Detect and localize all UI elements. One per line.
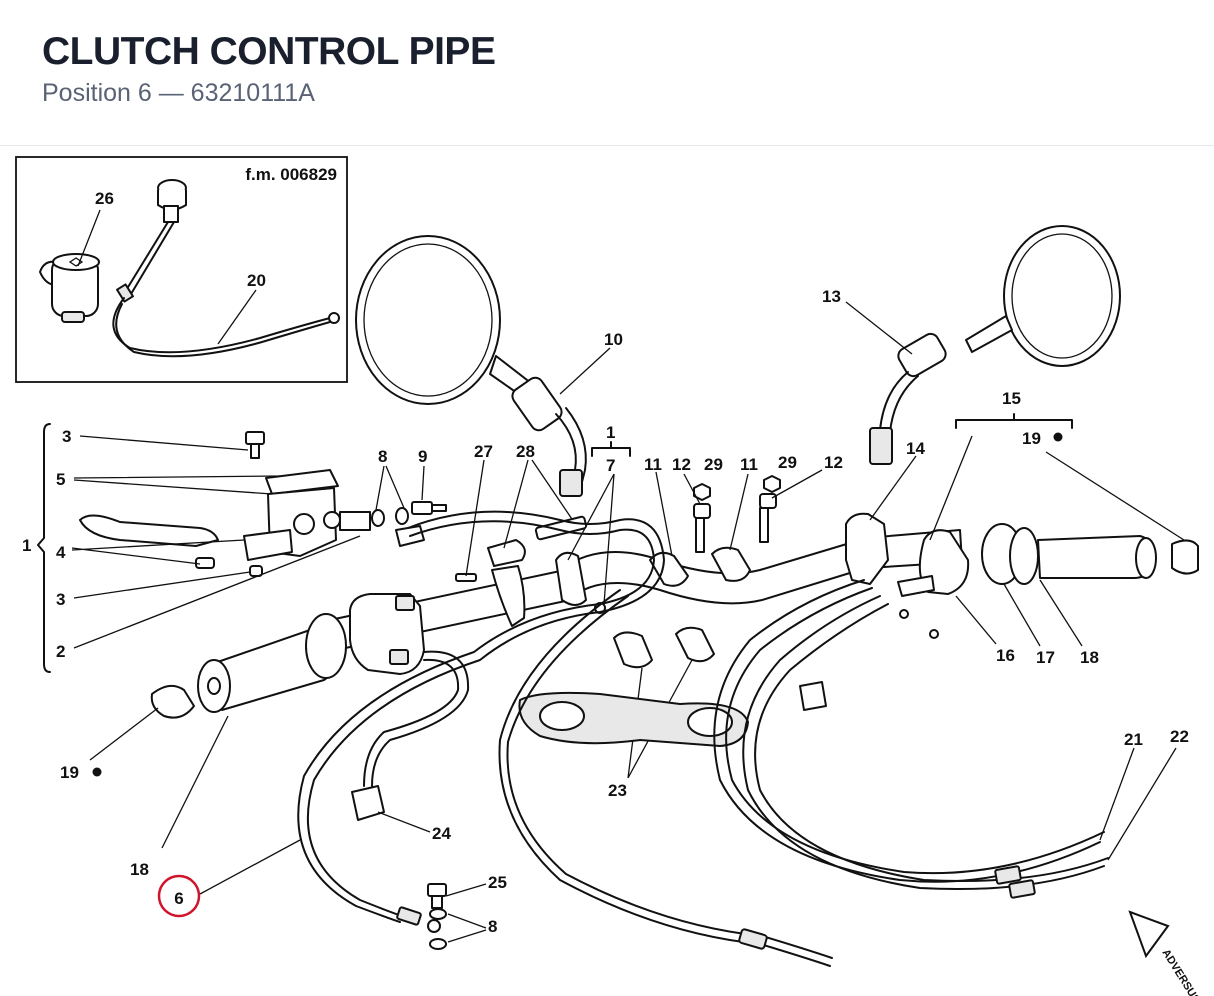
callout-12-a: 12: [672, 455, 691, 474]
callout-3-lower: 3: [56, 590, 65, 609]
part-19-right-end-cap[interactable]: [1171, 539, 1199, 575]
callout-11-a: 11: [644, 455, 662, 474]
callout-4: 4: [56, 543, 66, 562]
callout-7: 7: [606, 456, 615, 475]
callout-10: 10: [604, 330, 623, 349]
callout-18-left: 18: [130, 860, 149, 879]
callout-27: 27: [474, 442, 493, 461]
callout-16: 16: [996, 646, 1015, 665]
left-switch-housing[interactable]: [349, 593, 425, 675]
part-19-left-end-cap[interactable]: [150, 684, 195, 719]
part-12-bolt-b[interactable]: [759, 493, 777, 543]
part-18-right-grip[interactable]: [1037, 535, 1157, 579]
part-21-22-throttle-cables[interactable]: [713, 579, 1109, 899]
callout-28: 28: [516, 442, 535, 461]
callout-12-b: 12: [824, 453, 843, 472]
part-29-nut-b[interactable]: [763, 475, 781, 493]
callout-11-b: 11: [740, 455, 758, 474]
page-subtitle: Position 6 — 63210111A: [42, 79, 315, 107]
bracket-group-15: [955, 413, 1073, 429]
part-lever[interactable]: [79, 514, 219, 547]
dot-19-left: [92, 767, 102, 777]
callout-15: 15: [1002, 389, 1021, 408]
highlight-ring-6: [157, 874, 201, 918]
adversus-logo: ADVERSUS: [1128, 910, 1202, 996]
callout-25: 25: [488, 873, 507, 892]
callout-29-a: 29: [704, 455, 723, 474]
callout-19-right: 19: [1022, 429, 1041, 448]
callout-18-right: 18: [1080, 648, 1099, 667]
bracket-group-1-top: [591, 441, 631, 457]
callout-14: 14: [906, 439, 925, 458]
part-28-clamp[interactable]: [487, 539, 526, 627]
part-26-lock[interactable]: [39, 253, 100, 323]
part-5-master-cylinder[interactable]: [243, 469, 371, 561]
part-8-washers[interactable]: [371, 507, 409, 527]
part-3-nut[interactable]: [249, 565, 263, 577]
callout-20: 20: [247, 271, 266, 290]
callout-23: 23: [608, 781, 627, 800]
callout-8-bottom: 8: [488, 917, 497, 936]
part-24-switch-wiring[interactable]: [351, 650, 470, 821]
callout-13: 13: [822, 287, 841, 306]
part-9-banjo-bolt[interactable]: [411, 501, 447, 515]
part-10-left-mirror[interactable]: [355, 235, 587, 497]
callout-2: 2: [56, 642, 65, 661]
part-20-cable[interactable]: [112, 179, 340, 358]
part-13-right-mirror[interactable]: [869, 225, 1121, 465]
callout-1-top: 1: [606, 423, 615, 442]
part-8-lower-washers[interactable]: [429, 908, 447, 950]
part-3-bolt[interactable]: [245, 431, 265, 459]
speedo-cable[interactable]: [498, 589, 833, 967]
callout-24: 24: [432, 824, 451, 843]
callout-8-top: 8: [378, 447, 387, 466]
part-12-bolt-a[interactable]: [693, 503, 711, 553]
dot-19-right: [1053, 432, 1063, 442]
bracket-group-1: [37, 423, 51, 673]
part-14-throttle-housing[interactable]: [845, 512, 889, 585]
brand-text: ADVERSUS: [1159, 947, 1202, 996]
callout-3-upper: 3: [62, 427, 71, 446]
callout-19-left: 19: [60, 763, 79, 782]
left-grip[interactable]: [197, 613, 347, 713]
callout-9: 9: [418, 447, 427, 466]
part-11-riser-b[interactable]: [711, 546, 751, 582]
part-6-clutch-control-pipe[interactable]: [297, 510, 665, 933]
header-divider: [0, 145, 1214, 146]
part-25-bolt[interactable]: [427, 883, 447, 909]
callout-17: 17: [1036, 648, 1055, 667]
header: CLUTCH CONTROL PIPE Position 6 — 6321011…: [42, 28, 496, 108]
callout-26: 26: [95, 189, 114, 208]
part-16-throttle-body[interactable]: [897, 529, 970, 597]
inset-code: f.m. 006829: [245, 165, 337, 184]
part-4-screw[interactable]: [195, 557, 215, 569]
right-connector[interactable]: [799, 681, 827, 711]
part-23-lower-clamps[interactable]: [613, 626, 715, 669]
page-title: CLUTCH CONTROL PIPE: [42, 30, 496, 73]
part-29-nut-a[interactable]: [693, 483, 711, 501]
callout-21: 21: [1124, 730, 1143, 749]
callout-22: 22: [1170, 727, 1189, 746]
inset-panel: f.m. 006829 26 20: [15, 156, 348, 383]
callout-5: 5: [56, 470, 65, 489]
part-11-riser-a[interactable]: [649, 551, 689, 587]
part-17-throttle-flange[interactable]: [981, 523, 1039, 585]
callout-29-b: 29: [778, 453, 797, 472]
callout-6-highlighted: 6: [174, 889, 183, 908]
callout-1-side: 1: [22, 536, 31, 555]
triple-clamp[interactable]: [518, 691, 749, 747]
